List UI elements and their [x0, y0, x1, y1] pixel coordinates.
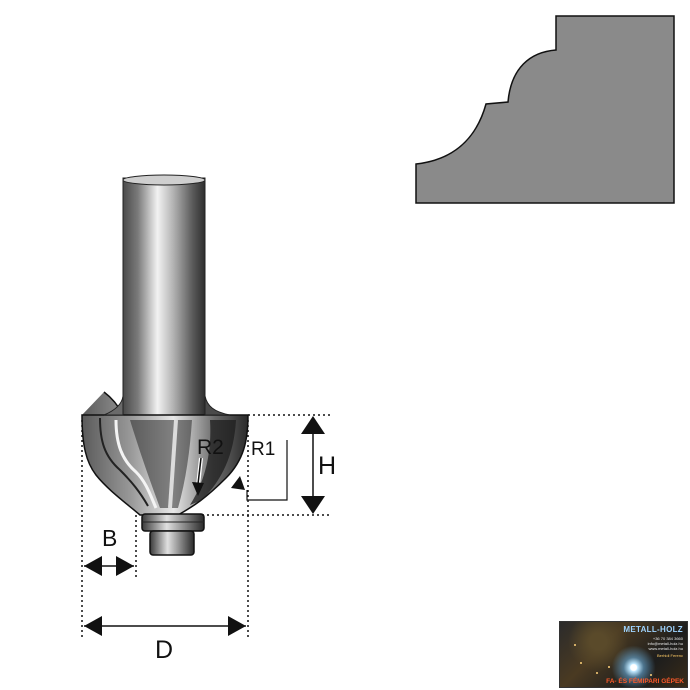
extension-lines: [81, 414, 330, 638]
shank-fillet-right: [204, 395, 231, 416]
d-label: D: [155, 636, 173, 664]
logo-email: info@metall-holz.hu: [647, 641, 683, 646]
moulding-profile: [415, 15, 675, 204]
h-arrow-bottom: [301, 496, 325, 514]
cutting-edge-inner: [114, 419, 158, 509]
r2-pointer-core: [197, 457, 202, 485]
h-arrow-top: [301, 416, 325, 434]
logo-web: www.metall-holz.hu: [648, 646, 683, 651]
bearing-screw: [149, 530, 195, 556]
r1-label: R1: [251, 439, 275, 460]
d-arrow-right: [228, 616, 246, 636]
shank: [122, 177, 206, 416]
logo-person: Berhidi Ferenc: [656, 653, 683, 658]
r1-bracket: [246, 440, 288, 501]
d-arrow-left: [84, 616, 102, 636]
b-arrow-left: [84, 556, 102, 576]
logo-phone: +36 70 384 3660: [652, 636, 683, 641]
b-arrow-right: [116, 556, 134, 576]
r2-arrowhead: [192, 482, 204, 496]
cutting-edge: [99, 417, 149, 507]
shank-top-end: [122, 174, 206, 186]
logo-brand: METALL-HOLZ: [623, 625, 683, 634]
flute-highlight: [168, 419, 178, 509]
b-label: B: [102, 525, 117, 551]
r2-label: R2: [197, 436, 224, 459]
h-label: H: [318, 452, 336, 480]
metall-holz-logo: METALL-HOLZ +36 70 384 3660 info@metall-…: [559, 621, 688, 688]
shank-fillet-left: [103, 395, 124, 416]
logo-tagline: FA- ÉS FÉMIPARI GÉPEK: [606, 678, 684, 685]
r1-arrowhead: [231, 476, 245, 490]
